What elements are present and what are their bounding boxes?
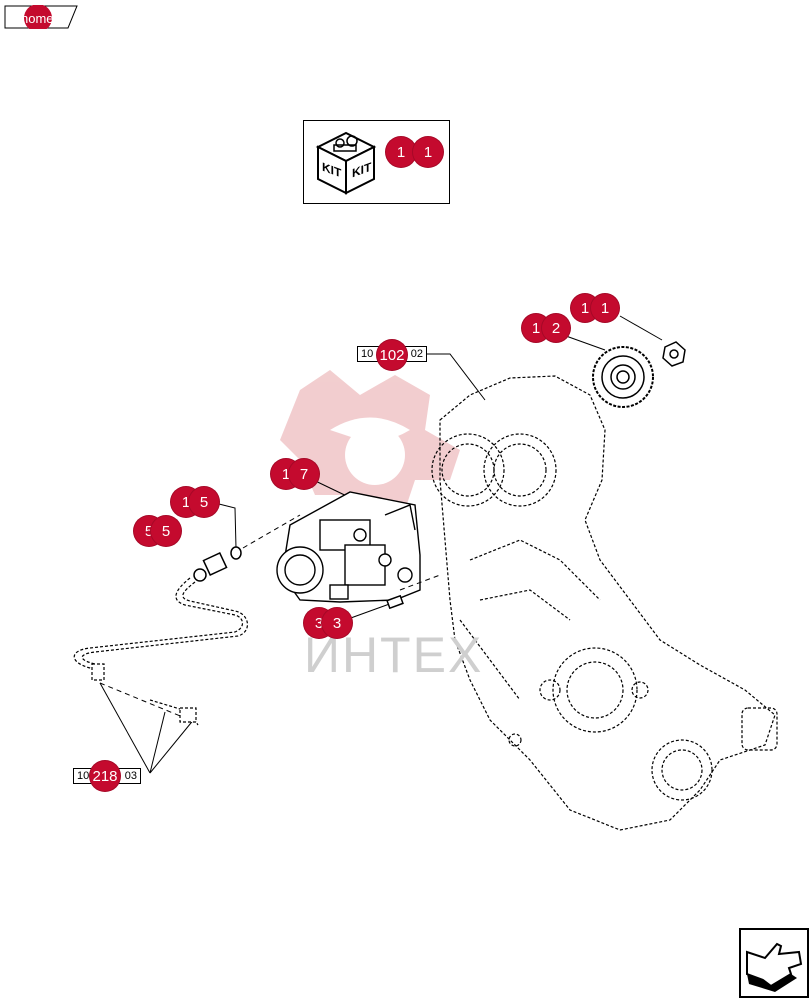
kit-box: KIT KIT <box>303 120 450 204</box>
kit-callout-2[interactable]: 1 <box>412 136 444 168</box>
home-tab[interactable]: home <box>4 5 78 29</box>
callout-pump-2[interactable]: 7 <box>288 458 320 490</box>
gear-nut <box>662 341 686 367</box>
callout-seal-2[interactable]: 5 <box>188 486 220 518</box>
timing-cover <box>431 375 778 831</box>
kit-callout-1[interactable]: 1 <box>385 136 417 168</box>
frame-ref-suffix: 02 <box>410 348 423 360</box>
injection-pump <box>276 491 421 603</box>
hose-ref-prefix: 10 <box>77 770 90 782</box>
callout-gear-nut-2[interactable]: 1 <box>590 293 620 323</box>
kit-box-icon <box>315 131 377 195</box>
home-tab-shape <box>4 5 78 29</box>
watermark-logo <box>280 370 460 520</box>
return-arrow-icon <box>746 942 803 992</box>
frame-ref-prefix: 10 <box>361 348 374 360</box>
gear <box>592 346 654 408</box>
callout-hose-ref[interactable]: 218 <box>89 760 121 792</box>
home-tab-label: home <box>21 11 54 26</box>
callout-frame-ref[interactable]: 102 <box>376 339 408 371</box>
fuel-pipe <box>73 577 248 726</box>
callout-gear-2[interactable]: 2 <box>541 313 571 343</box>
fitting <box>193 551 228 582</box>
hose-ref-suffix: 03 <box>124 770 137 782</box>
bolt <box>386 594 404 610</box>
callout-bolt-2[interactable]: 3 <box>321 607 353 639</box>
return-arrow-button[interactable] <box>739 928 809 998</box>
callout-fitting-2[interactable]: 5 <box>150 515 182 547</box>
seal-ring <box>230 546 242 560</box>
